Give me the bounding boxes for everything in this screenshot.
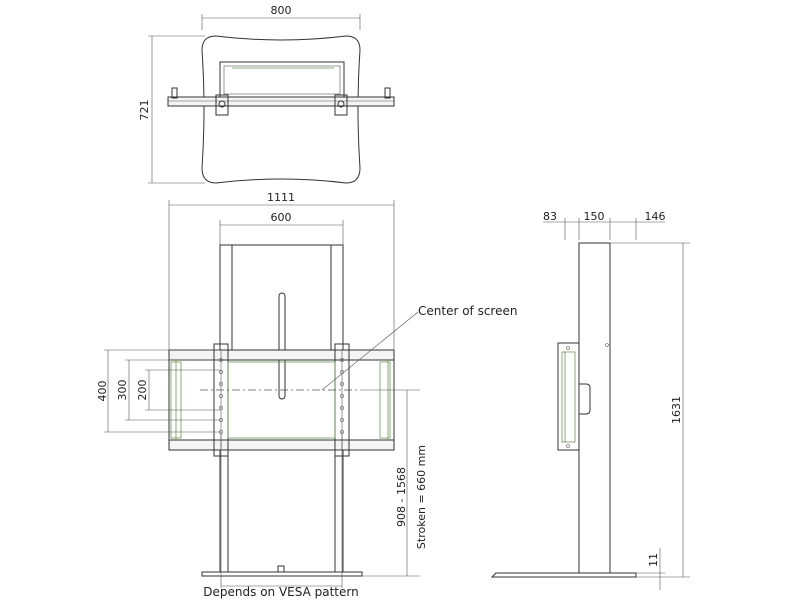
side-height-dimension: 1631 — [610, 242, 690, 578]
side-view: 83 150 146 1631 11 — [490, 210, 690, 590]
top-view: 800 721 — [138, 4, 395, 184]
front-base-plate — [201, 571, 363, 577]
side-handle — [579, 383, 591, 415]
center-of-screen-label: Center of screen — [418, 304, 517, 318]
front-top-rail — [168, 349, 395, 361]
front-view: 1111 600 — [96, 191, 517, 599]
front-back-panel — [219, 244, 344, 351]
top-screen-outline — [201, 35, 361, 184]
side-top-dimensions: 83 150 146 — [543, 210, 666, 240]
top-depth-dimension: 721 — [138, 35, 205, 184]
top-width-label: 800 — [271, 4, 292, 17]
front-column-spacing-label: 600 — [271, 211, 292, 224]
height-range-label: 908 - 1568 — [395, 467, 408, 527]
top-width-dimension: 800 — [201, 4, 361, 30]
side-base-label: 11 — [647, 553, 660, 567]
side-height-label: 1631 — [670, 396, 683, 424]
stroke-label: Stroken = 660 mm — [415, 445, 428, 549]
side-base-dimension: 11 — [636, 548, 665, 590]
vesa-400-label: 400 — [96, 381, 109, 402]
front-center-slot — [278, 292, 286, 400]
side-dim-146-label: 146 — [645, 210, 666, 223]
front-bottom-rail — [168, 439, 395, 451]
side-base-plate — [490, 572, 637, 578]
vesa-height-dimensions: 400 300 200 — [96, 349, 220, 433]
height-range-dimension: 908 - 1568 Stroken = 660 mm — [360, 389, 428, 577]
vesa-200-label: 200 — [136, 380, 149, 401]
front-column-spacing-dimension: 600 — [219, 211, 344, 245]
side-dim-150-label: 150 — [584, 210, 605, 223]
top-depth-label: 721 — [138, 100, 151, 121]
top-mount-box — [219, 61, 345, 99]
side-dim-83-label: 83 — [543, 210, 557, 223]
front-overall-width-dimension: 1111 — [168, 191, 395, 350]
front-overall-width-label: 1111 — [267, 191, 295, 204]
top-rail — [167, 96, 395, 107]
side-mount-bracket — [557, 342, 580, 451]
vesa-pattern-note: Depends on VESA pattern — [203, 585, 358, 599]
side-column — [578, 242, 611, 574]
vesa-300-label: 300 — [116, 380, 129, 401]
